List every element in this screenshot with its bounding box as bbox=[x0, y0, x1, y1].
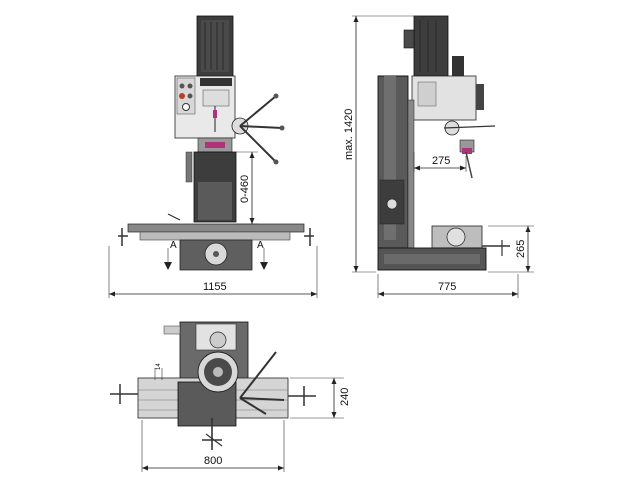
dim-reach: 275 bbox=[432, 155, 450, 167]
top-view: 14 240 800 bbox=[110, 321, 351, 472]
side-view: max. 1420 275 265 775 bbox=[343, 15, 534, 298]
dim-depth: 775 bbox=[438, 281, 456, 293]
front-view: A A 0-460 1155 bbox=[108, 15, 318, 298]
dim-table-height: 265 bbox=[515, 240, 527, 258]
dim-table-width: 240 bbox=[339, 388, 351, 406]
dim-slot-width: 14 bbox=[156, 363, 162, 370]
dim-height-range: 0-460 bbox=[239, 175, 251, 203]
section-marker-left: A bbox=[170, 240, 177, 251]
dim-max-height: max. 1420 bbox=[343, 109, 355, 160]
dim-length: 800 bbox=[204, 455, 222, 467]
section-marker-right: A bbox=[257, 240, 264, 251]
dim-front-width: 1155 bbox=[203, 281, 227, 293]
